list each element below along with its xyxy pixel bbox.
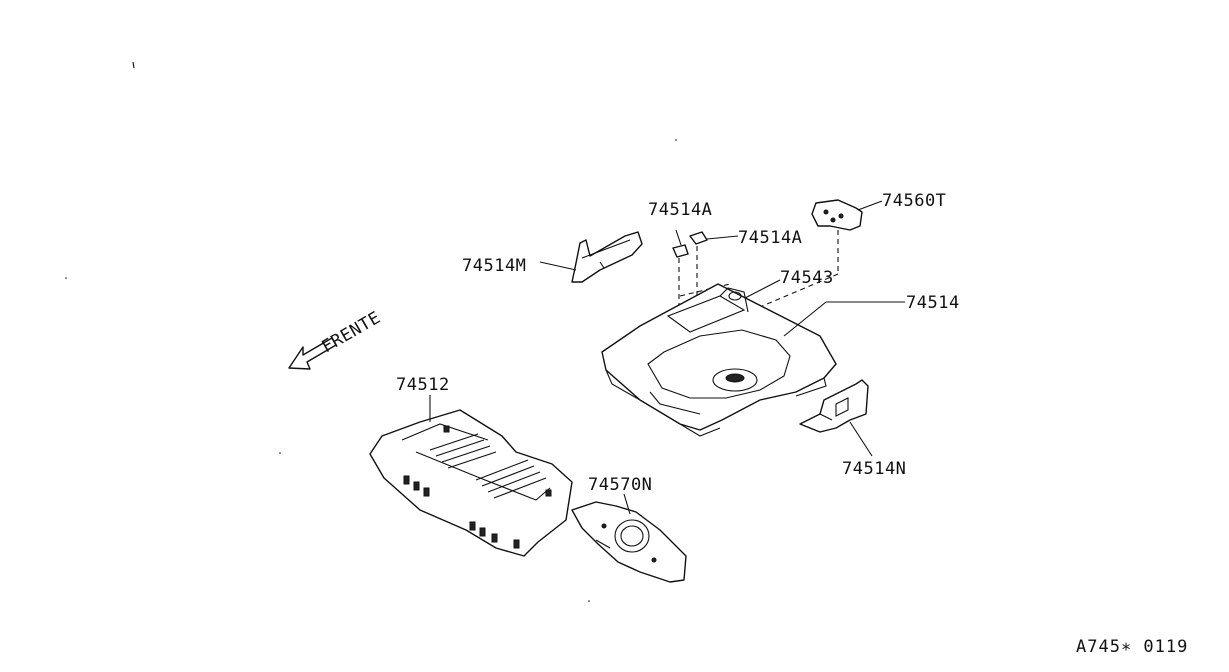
front-direction-arrow <box>288 337 337 370</box>
reference-code: A745∗ 0119 <box>1076 637 1188 657</box>
leader-74570N <box>623 493 631 515</box>
bracket-74514N <box>799 379 869 433</box>
leader-74514N <box>849 421 873 457</box>
rear-floor-panel-74514 <box>601 283 837 437</box>
scan-specks <box>65 61 677 602</box>
part-label-74514A-1: 74514A <box>648 200 712 220</box>
front-direction-label: FRENTE <box>319 308 385 358</box>
bracket-74514M <box>571 231 643 283</box>
part-label-74514M: 74514M <box>462 256 526 276</box>
part-label-74514: 74514 <box>906 293 960 313</box>
leader-74514A-2 <box>706 235 739 240</box>
clip-74514A-2 <box>689 231 708 245</box>
part-label-74543: 74543 <box>780 268 834 288</box>
part-label-74512: 74512 <box>396 375 450 395</box>
floor-ribs <box>429 433 547 499</box>
crossmember-74570N <box>571 501 687 583</box>
leader-74543 <box>744 279 781 299</box>
leader-74514M <box>539 261 577 271</box>
floor-holes <box>403 425 552 549</box>
part-label-74514N: 74514N <box>842 459 906 479</box>
leader-74514 <box>783 301 827 337</box>
leader-74560T <box>857 200 883 211</box>
bracket-74560T <box>811 199 863 231</box>
clip-74514A-1 <box>672 229 689 258</box>
part-label-74570N: 74570N <box>588 475 652 495</box>
front-floor-panel-74512 <box>369 409 573 557</box>
part-label-74560T: 74560T <box>882 191 946 211</box>
part-label-74514A-2: 74514A <box>738 228 802 248</box>
assembly-dashed-lines <box>678 230 839 330</box>
